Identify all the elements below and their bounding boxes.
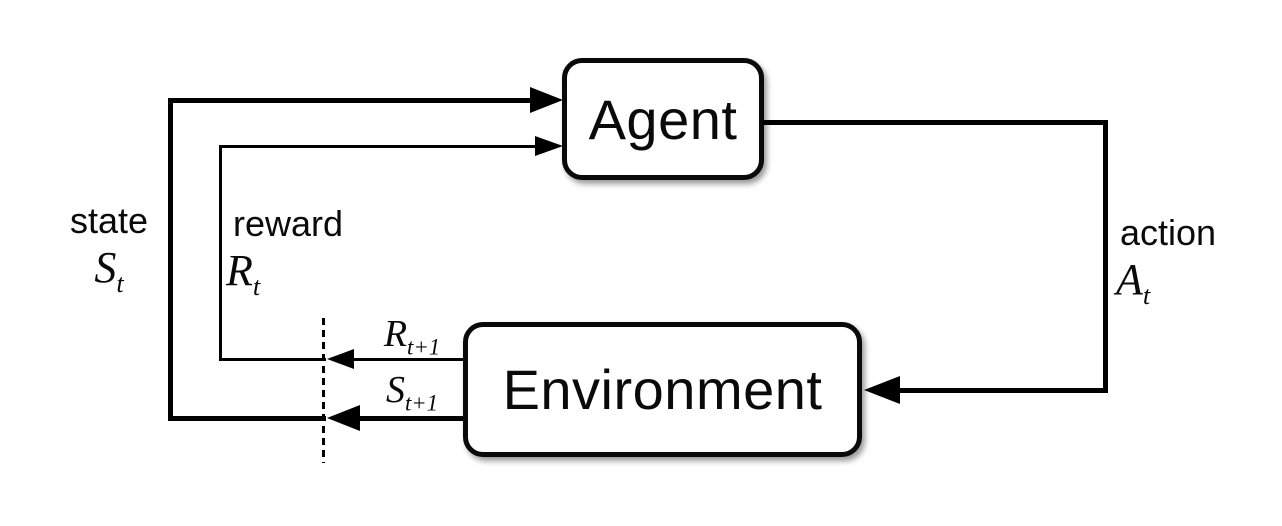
next-state-line	[359, 416, 463, 421]
state-symbol-sub: t	[116, 267, 124, 298]
reward-line-left	[219, 145, 222, 361]
state-label: state	[69, 200, 149, 241]
next-reward-symbol-sub: t+1	[407, 334, 441, 360]
state-line-left	[168, 98, 173, 421]
next-reward-line	[353, 358, 463, 361]
next-state-symbol-base: S	[385, 369, 405, 411]
agent-label: Agent	[588, 87, 738, 151]
action-line-bottom	[898, 388, 1108, 393]
state-line-top	[168, 98, 532, 103]
next-state-symbol: St+1	[352, 368, 472, 414]
next-state-symbol-sub: t+1	[404, 390, 439, 416]
reward-symbol: Rt	[226, 245, 260, 299]
next-state-arrowhead-icon	[327, 405, 360, 431]
action-line-right	[1103, 120, 1108, 393]
reward-symbol-sub: t	[252, 270, 261, 301]
agent-box: Agent	[562, 58, 764, 180]
action-line-top	[763, 120, 1108, 125]
time-boundary-dashed-line	[322, 318, 325, 463]
reward-symbol-base: R	[226, 246, 253, 295]
reward-arrowhead-icon	[535, 136, 563, 156]
action-label: action	[1120, 212, 1217, 253]
state-arrowhead-icon	[530, 87, 563, 113]
reward-label: reward	[233, 203, 344, 244]
state-symbol: St	[56, 242, 162, 296]
action-symbol-sub: t	[1142, 279, 1151, 310]
state-line-bottom	[168, 416, 326, 421]
environment-box: Environment	[463, 322, 862, 457]
reward-line-bottom	[219, 358, 326, 361]
state-symbol-base: S	[94, 243, 117, 292]
next-reward-symbol-base: R	[383, 313, 408, 355]
next-reward-arrowhead-icon	[327, 349, 354, 369]
reward-line-top	[219, 145, 537, 148]
action-arrowhead-icon	[864, 376, 900, 404]
action-symbol-base: A	[1116, 255, 1143, 304]
environment-label: Environment	[502, 358, 823, 421]
next-reward-symbol: Rt+1	[352, 312, 472, 358]
action-symbol: At	[1116, 254, 1150, 308]
